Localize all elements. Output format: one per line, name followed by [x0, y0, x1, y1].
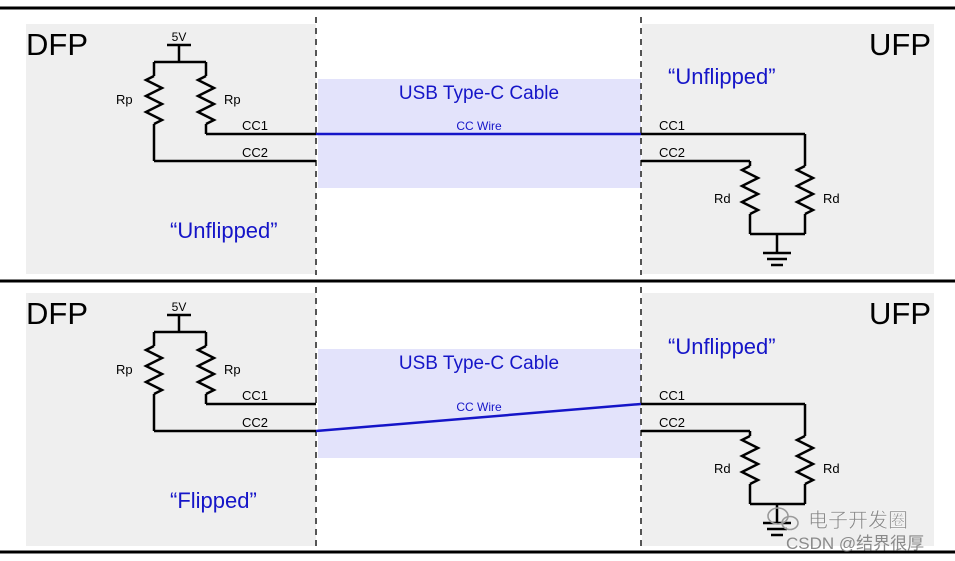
rd-right-label: Rd	[823, 191, 840, 206]
ufp-pulldown-network	[641, 402, 816, 522]
rp-right-label: Rp	[224, 92, 241, 107]
rp-resistor-left	[143, 344, 165, 396]
rp-left-label: Rp	[116, 362, 133, 377]
panel-unflipped: DFP UFP 5V Rp Rp CC1 CC2 USB Type-C Cabl…	[26, 17, 934, 275]
watermark: 电子开发圈 CSDN @结界很厚	[767, 507, 924, 553]
dfp-orientation-label: “Flipped”	[170, 488, 257, 513]
dfp-cc2-label: CC2	[242, 145, 268, 160]
watermark-line1: 电子开发圈	[808, 509, 908, 532]
rd-left-label: Rd	[714, 191, 731, 206]
dfp-box	[26, 24, 316, 274]
cc-wire-label: CC Wire	[456, 400, 502, 414]
dfp-cc1-label: CC1	[242, 388, 268, 403]
ground-icon	[763, 251, 791, 267]
cc-wire-crossed	[315, 402, 642, 433]
ufp-cc1-label: CC1	[659, 388, 685, 403]
cc-wire-label: CC Wire	[456, 119, 502, 133]
rp-left-label: Rp	[116, 92, 133, 107]
cable-label: USB Type-C Cable	[399, 83, 559, 104]
rd-left-label: Rd	[714, 461, 731, 476]
supply-label: 5V	[172, 30, 187, 44]
wechat-icon	[767, 507, 799, 531]
rd-resistor-left	[739, 434, 761, 486]
dfp-pullup-network	[143, 313, 316, 433]
dfp-pullup-network	[143, 43, 316, 163]
ufp-box	[642, 24, 934, 274]
ufp-cc2-label: CC2	[659, 415, 685, 430]
cable-region	[318, 349, 641, 458]
ufp-orientation-label: “Unflipped”	[668, 64, 776, 89]
rd-resistor-right	[794, 434, 816, 486]
ufp-label: UFP	[869, 296, 931, 331]
rp-resistor-right	[195, 74, 217, 126]
ufp-cc1-label: CC1	[659, 118, 685, 133]
dfp-label: DFP	[26, 296, 88, 331]
rp-resistor-left	[143, 74, 165, 126]
panel-flipped: DFP UFP 5V Rp Rp CC1 CC2 USB Type-C Cabl…	[26, 287, 934, 548]
supply-label: 5V	[172, 300, 187, 314]
ufp-cc2-label: CC2	[659, 145, 685, 160]
rp-resistor-right	[195, 344, 217, 396]
ground-icon	[763, 521, 791, 537]
dfp-box	[26, 293, 316, 546]
ufp-label: UFP	[869, 27, 931, 62]
ufp-pulldown-network	[641, 132, 816, 252]
cable-label: USB Type-C Cable	[399, 353, 559, 374]
rd-resistor-right	[794, 164, 816, 216]
rp-right-label: Rp	[224, 362, 241, 377]
dfp-cc1-label: CC1	[242, 118, 268, 133]
dfp-label: DFP	[26, 27, 88, 62]
rd-resistor-left	[739, 164, 761, 216]
rd-right-label: Rd	[823, 461, 840, 476]
watermark-line2: CSDN @结界很厚	[786, 534, 924, 553]
dfp-cc2-label: CC2	[242, 415, 268, 430]
ufp-orientation-label: “Unflipped”	[668, 334, 776, 359]
dfp-orientation-label: “Unflipped”	[170, 218, 278, 243]
